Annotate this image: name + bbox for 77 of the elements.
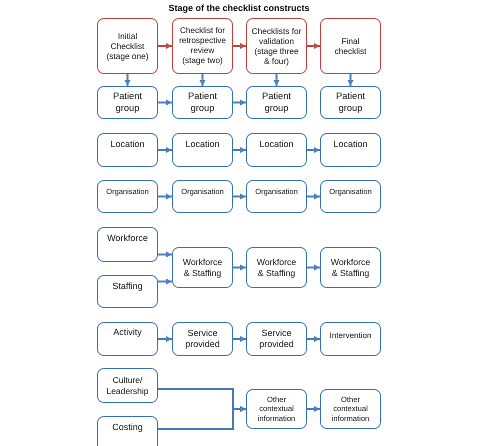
box-label: Location [185,139,220,150]
box-label: Final checklist [334,36,368,56]
box-label: Staffing [112,281,143,292]
box-label: Location [333,139,368,150]
construct-box [97,275,158,308]
arrow [158,406,246,430]
arrow [200,74,206,86]
construct-box [246,322,307,356]
arrow [233,194,246,200]
arrow [307,406,320,412]
arrow [307,336,320,342]
arrow [307,43,320,49]
construct-box [97,322,158,356]
construct-box [97,86,158,119]
box-label: Location [110,139,145,150]
stage-box [320,18,381,74]
box-label: Checklists for validation (stage three & four) [252,26,302,66]
construct-box [172,247,233,288]
construct-box [320,247,381,288]
arrow [158,194,172,200]
construct-box [97,133,158,167]
box-label: Patient group [261,91,292,114]
box-label: Activity [113,327,142,338]
arrow [124,74,130,86]
arrow [158,43,172,49]
construct-box [172,180,233,213]
box-label: Patient group [112,91,143,114]
arrow [233,147,246,153]
arrow [307,264,320,270]
construct-box [172,322,233,356]
arrow [274,74,280,86]
arrow [233,43,246,49]
box-label: Workforce [107,233,148,244]
box-label: Workforce & Staffing [256,256,298,278]
box-label: Workforce & Staffing [182,256,224,278]
construct-box [172,86,233,119]
stage-box [97,18,158,74]
construct-box [246,86,307,119]
box-label: Culture/ Leadership [105,375,150,396]
construct-box [97,180,158,213]
arrow [348,74,354,86]
arrow [158,252,172,258]
diagram-title: Stage of the checklist constructs [167,3,311,14]
box-label: Costing [112,422,143,433]
arrow [158,278,172,284]
arrow [307,147,320,153]
arrow [233,336,246,342]
stage-box [246,18,307,74]
stage-box [172,18,233,74]
box-label: Service provided [184,328,221,350]
construct-box [246,389,307,429]
construct-box [172,133,233,167]
construct-box [320,322,381,356]
construct-box [320,133,381,167]
construct-box [320,389,381,429]
box-label: Intervention [330,331,372,341]
construct-box [246,180,307,213]
arrow [158,336,172,342]
arrow [158,147,172,153]
construct-box [97,416,158,446]
box-label: Initial Checklist (stage one) [106,30,150,62]
construct-box [320,180,381,213]
box-label: Checklist for retrospective review (stage two) [178,26,227,66]
construct-box [97,368,158,403]
arrow [233,264,246,270]
box-label: Location [259,139,294,150]
construct-box [97,227,158,262]
box-label: Patient group [187,91,218,114]
box-label: Workforce & Staffing [330,256,372,278]
construct-box [246,247,307,288]
construct-box [246,133,307,167]
arrow [233,100,246,106]
box-label: Patient group [335,91,366,114]
arrow [158,100,172,106]
box-label: Service provided [258,328,295,350]
arrow [307,194,320,200]
construct-box [320,86,381,119]
